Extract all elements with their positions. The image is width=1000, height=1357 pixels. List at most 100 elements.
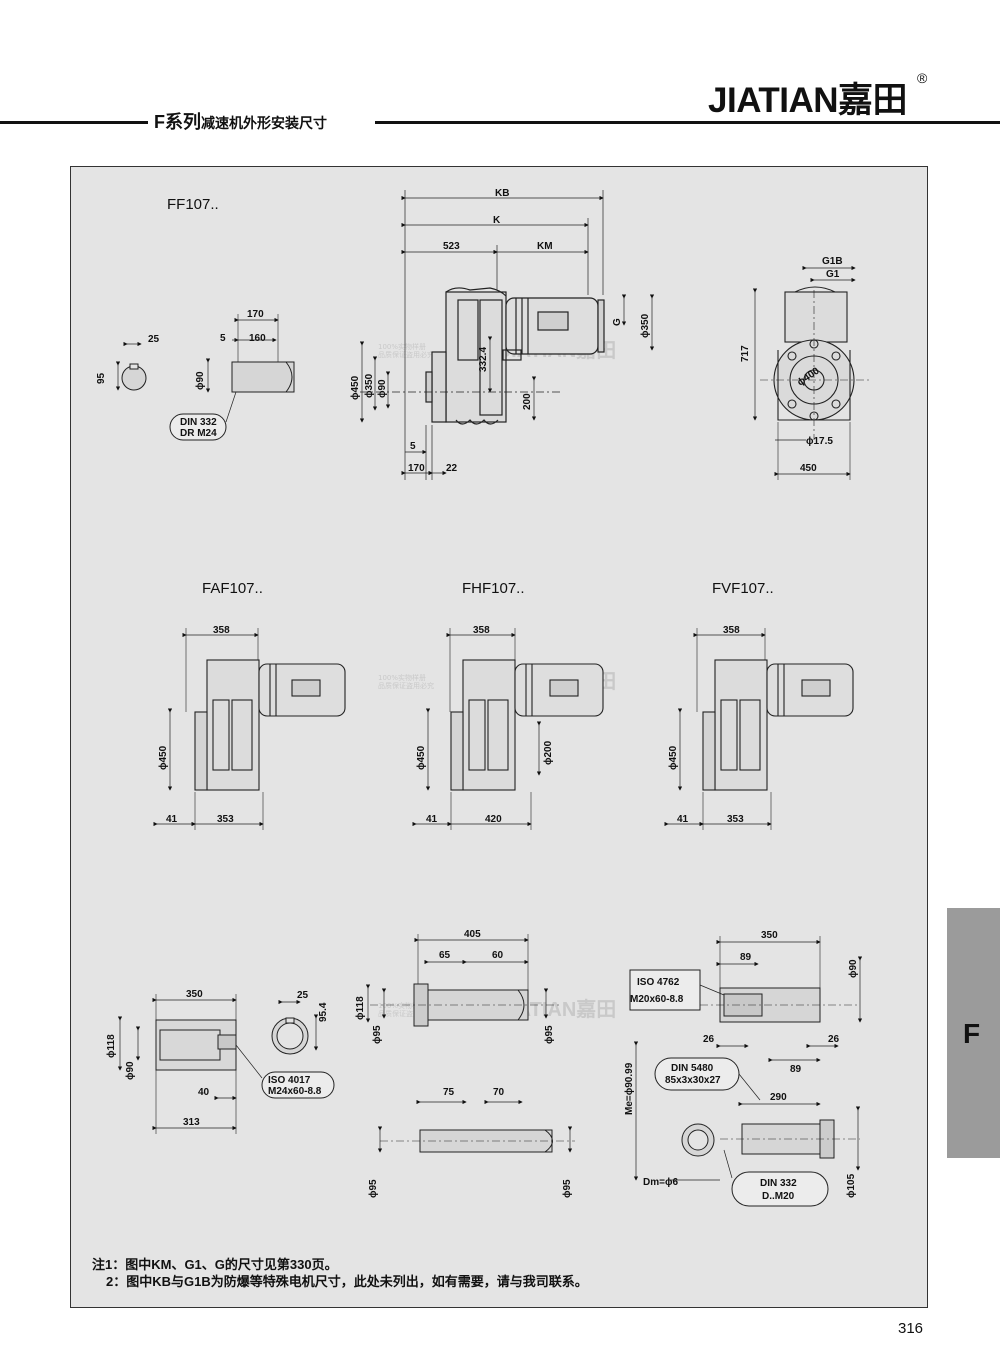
dim-shaft-170: 170 xyxy=(247,309,264,320)
label-ff107: FF107.. xyxy=(167,196,219,213)
dim-km: KM xyxy=(537,241,553,252)
hollow-dim-40: 40 xyxy=(198,1087,210,1098)
dim-k: K xyxy=(493,215,501,226)
vs-dim-350: 350 xyxy=(761,930,778,941)
vs-dim-89b: 89 xyxy=(790,1064,802,1075)
vs-dim-89: 89 xyxy=(740,952,752,963)
hs-dim-60: 60 xyxy=(492,950,504,961)
dr-m24-label: DR M24 xyxy=(180,428,217,439)
header-rule-left xyxy=(0,121,148,124)
fvf-dim-358: 358 xyxy=(723,625,740,636)
faf-dim-353: 353 xyxy=(217,814,234,825)
dim-shaft-95: 95 xyxy=(96,372,107,384)
faf-dim-358: 358 xyxy=(213,625,230,636)
dm20-label: D..M20 xyxy=(762,1191,795,1202)
hs-dim-d95b: ϕ95 xyxy=(544,1025,555,1044)
fvf-dim-41: 41 xyxy=(677,814,689,825)
fvf107-view xyxy=(664,628,854,830)
dim-shaft-5: 5 xyxy=(220,333,226,344)
hs-dim-d118: ϕ118 xyxy=(355,996,366,1020)
dim-170: 170 xyxy=(408,463,425,474)
dim-g: G xyxy=(612,318,623,326)
dim-22: 22 xyxy=(446,463,458,474)
title-prefix: F系列 xyxy=(154,112,201,132)
label-faf107: FAF107.. xyxy=(202,580,263,597)
hs-dim-d95a: ϕ95 xyxy=(372,1025,383,1044)
page-title: F系列减速机外形安装尺寸 xyxy=(154,108,327,134)
hollow-dim-350: 350 xyxy=(186,989,203,1000)
dim-d350-flange: ϕ350 xyxy=(364,373,375,398)
dim-d450: ϕ450 xyxy=(350,375,361,400)
faf107-view xyxy=(153,628,346,830)
hollow-dim-25: 25 xyxy=(297,990,309,1001)
svg-text:品质保证盗用必究: 品质保证盗用必究 xyxy=(378,1009,434,1018)
dim-200: 200 xyxy=(522,393,533,410)
svg-text:100%实物样册: 100%实物样册 xyxy=(378,342,426,351)
fhf-dim-358: 358 xyxy=(473,625,490,636)
hs-dim-65: 65 xyxy=(439,950,451,961)
dim-kb: KB xyxy=(495,188,509,199)
vs-dim-dm: Dm=ϕ6 xyxy=(643,1177,678,1188)
hs-dim-d95c: ϕ95 xyxy=(368,1179,379,1198)
dim-d175: ϕ17.5 xyxy=(806,436,833,447)
vs-dim-26a: 26 xyxy=(703,1034,715,1045)
hollow-dim-954: 95.4 xyxy=(318,1002,329,1022)
hollow-dim-d90: ϕ90 xyxy=(125,1061,136,1080)
vs-dim-d90: ϕ90 xyxy=(848,959,859,978)
fhf107-view xyxy=(412,628,604,830)
dim-g1b: G1B xyxy=(822,256,843,267)
vs-dim-me: Me=ϕ90.99 xyxy=(624,1062,635,1115)
iso4762-label: ISO 4762 xyxy=(637,977,680,988)
fhf-dim-420: 420 xyxy=(485,814,502,825)
fhf-dim-d450: ϕ450 xyxy=(416,745,427,770)
dim-g1: G1 xyxy=(826,269,840,280)
label-fhf107: FHF107.. xyxy=(462,580,525,597)
din5480-label: DIN 5480 xyxy=(671,1063,714,1074)
m24-label: M24x60-8.8 xyxy=(268,1086,322,1097)
hs-dim-75: 75 xyxy=(443,1087,455,1098)
dim-717: 717 xyxy=(740,345,751,362)
svg-text:品质保证盗用必究: 品质保证盗用必究 xyxy=(378,681,434,690)
vs-dim-d105: ϕ105 xyxy=(846,1173,857,1198)
hs-dim-70: 70 xyxy=(493,1087,505,1098)
svg-text:品质保证盗用必究: 品质保证盗用必究 xyxy=(378,350,434,359)
ff107-main-view xyxy=(360,287,605,425)
faf-dim-d450: ϕ450 xyxy=(158,745,169,770)
section-tab-letter: F xyxy=(963,1018,981,1049)
dim-d350-motor: ϕ350 xyxy=(640,313,651,338)
svg-text:100%实物样册: 100%实物样册 xyxy=(378,673,426,682)
dim-450: 450 xyxy=(800,463,817,474)
dim-5: 5 xyxy=(410,441,416,452)
hollow-dim-d118: ϕ118 xyxy=(106,1034,117,1058)
hs-dim-405: 405 xyxy=(464,929,481,940)
vs-dim-26b: 26 xyxy=(828,1034,840,1045)
hs-dim-d95d: ϕ95 xyxy=(562,1179,573,1198)
spline-spec-label: 85x3x30x27 xyxy=(665,1075,721,1086)
shrink-disc-shaft xyxy=(365,934,575,1153)
dim-shaft-160: 160 xyxy=(249,333,266,344)
header-rule-right xyxy=(375,121,1000,124)
din332-label-2: DIN 332 xyxy=(760,1178,797,1189)
fvf-dim-353: 353 xyxy=(727,814,744,825)
page-number: 316 xyxy=(898,1320,924,1337)
label-fvf107: FVF107.. xyxy=(712,580,774,597)
fhf-dim-d200: ϕ200 xyxy=(543,740,554,765)
ff107-dimension-lines xyxy=(359,190,655,480)
hollow-dim-313: 313 xyxy=(183,1117,200,1128)
fhf-dim-41: 41 xyxy=(426,814,438,825)
faf-dim-41: 41 xyxy=(166,814,178,825)
section-tab xyxy=(947,908,1000,1158)
dim-332: 332.4 xyxy=(478,347,489,372)
note-2: 2：图中KB与G1B为防爆等特殊电机尺寸，此处未列出，如有需要，请与我司联系。 xyxy=(106,1274,588,1289)
dim-shaft-25: 25 xyxy=(148,334,160,345)
dim-shaft-d90: ϕ90 xyxy=(195,371,206,390)
note-1: 注1：图中KM、G1、G的尺寸见第330页。 xyxy=(92,1257,338,1272)
title-rest: 减速机外形安装尺寸 xyxy=(201,115,327,131)
hollow-shaft-detail xyxy=(117,994,335,1134)
splined-shaft-detail xyxy=(629,936,863,1207)
registered-mark: ® xyxy=(917,70,928,86)
din-332-label: DIN 332 xyxy=(180,417,217,428)
ff107-side-view xyxy=(752,265,870,480)
fvf-dim-d450: ϕ450 xyxy=(668,745,679,770)
brand-logo: JIATIAN嘉田 xyxy=(708,81,908,120)
